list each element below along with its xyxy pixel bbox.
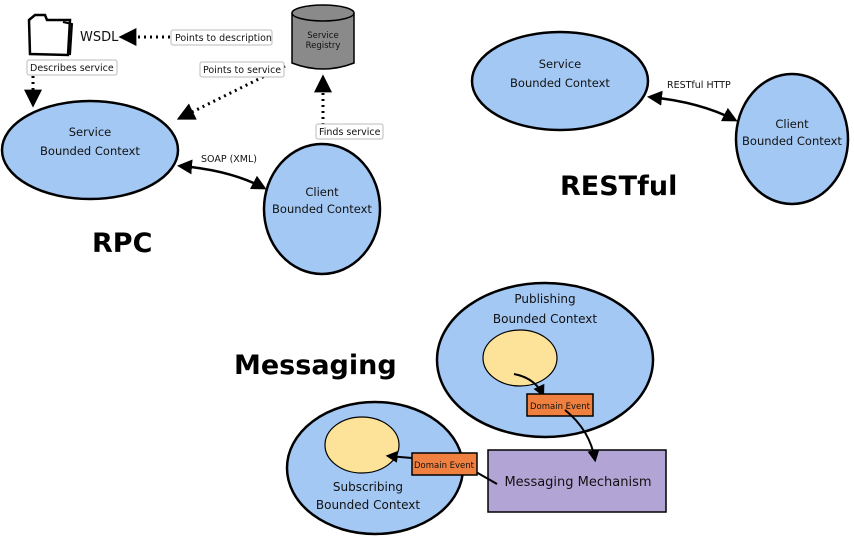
- messaging-section: Messaging Publishing Bounded Context Dom…: [234, 281, 667, 536]
- registry-label-line1: Service: [307, 31, 338, 41]
- restful-http-label: RESTful HTTP: [667, 80, 731, 91]
- messaging-mechanism[interactable]: Messaging Mechanism: [487, 449, 667, 513]
- soap-label: SOAP (XML): [201, 154, 257, 165]
- arrow-restful-http: [647, 90, 738, 122]
- svg-text:Bounded Context: Bounded Context: [40, 144, 140, 158]
- domain-event-in[interactable]: Domain Event: [411, 452, 478, 476]
- svg-text:Points to service: Points to service: [203, 65, 281, 76]
- database-icon[interactable]: Service Registry: [291, 4, 355, 70]
- tag-points-to-description: Points to description: [170, 29, 273, 46]
- svg-text:Bounded Context: Bounded Context: [510, 76, 610, 90]
- publisher-aggregate: [482, 329, 558, 387]
- wsdl-label: WSDL: [80, 30, 119, 45]
- svg-text:Domain Event: Domain Event: [530, 402, 591, 412]
- folder-icon: [27, 13, 74, 57]
- svg-text:Bounded Context: Bounded Context: [316, 498, 421, 512]
- rpc-title: RPC: [92, 228, 152, 259]
- rpc-service-context[interactable]: Service Bounded Context: [0, 99, 180, 201]
- registry-label-line2: Registry: [306, 41, 341, 51]
- arrow-soap: [177, 159, 267, 190]
- svg-text:Bounded Context: Bounded Context: [742, 134, 842, 148]
- svg-text:Describes service: Describes service: [30, 63, 114, 74]
- svg-text:Domain Event: Domain Event: [414, 461, 475, 471]
- rpc-client-context[interactable]: Client Bounded Context: [262, 142, 382, 276]
- arrow-publish-event: [513, 373, 545, 398]
- svg-text:Client: Client: [775, 117, 809, 131]
- line-mechanism-to-event: [475, 471, 498, 485]
- svg-text:Publishing: Publishing: [514, 292, 575, 306]
- publishing-context[interactable]: Publishing Bounded Context: [435, 281, 655, 439]
- domain-event-out[interactable]: Domain Event: [526, 393, 594, 417]
- svg-text:Client: Client: [305, 185, 339, 199]
- tag-points-to-service: Points to service: [199, 61, 285, 78]
- arrow-subscribe-event: [385, 450, 413, 463]
- rpc-section: WSDL Service Registry Points to descript…: [0, 4, 384, 276]
- restful-section: Service Bounded Context Client Bounded C…: [470, 30, 850, 206]
- svg-text:Messaging Mechanism: Messaging Mechanism: [504, 475, 651, 490]
- svg-text:Subscribing: Subscribing: [333, 480, 403, 494]
- tag-finds-service: Finds service: [315, 123, 384, 140]
- svg-text:Service: Service: [539, 57, 582, 71]
- messaging-title: Messaging: [234, 350, 397, 381]
- restful-title: RESTful: [560, 171, 677, 202]
- arrow-to-mechanism: [564, 409, 600, 463]
- svg-text:Points to description: Points to description: [175, 33, 272, 44]
- svg-text:Bounded Context: Bounded Context: [272, 202, 372, 216]
- tag-describes-service: Describes service: [26, 59, 118, 76]
- svg-text:Service: Service: [69, 125, 112, 139]
- subscriber-aggregate: [324, 416, 400, 474]
- svg-text:Finds service: Finds service: [319, 127, 381, 138]
- restful-client-context[interactable]: Client Bounded Context: [734, 72, 850, 206]
- svg-text:Bounded Context: Bounded Context: [493, 312, 598, 326]
- restful-service-context[interactable]: Service Bounded Context: [470, 30, 650, 132]
